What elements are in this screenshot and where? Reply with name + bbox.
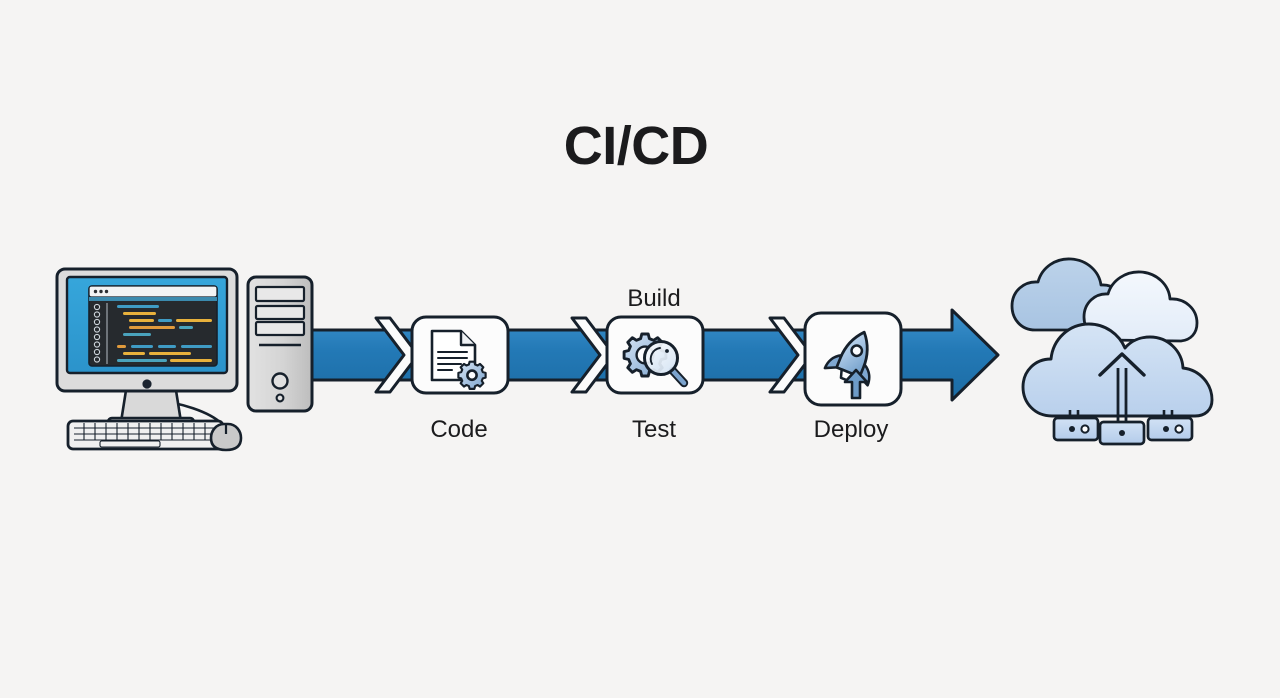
mouse [209,422,243,452]
server-box-left [1052,416,1100,442]
tower-bay-3 [254,320,306,337]
server-node-right [1146,416,1194,442]
editor-toolbar-strip [89,297,217,301]
chevron-icon-1 [374,316,420,394]
magnifier-glint [649,347,661,365]
document-fold [459,331,475,347]
magnifier-handle [670,368,687,386]
keyboard-keys [74,423,217,448]
editor-gutter [93,303,101,363]
editor-dot-3 [104,289,109,294]
server-led-right-2 [1174,424,1184,434]
pipeline-stage-code[interactable]: Code [410,315,510,443]
monitor-power-dot [142,379,152,389]
server-node-left [1052,416,1100,442]
server-led-left-2 [1080,424,1090,434]
server-box-right [1146,416,1194,442]
server-led-left-1 [1069,426,1075,432]
gear-icon [457,360,487,390]
power-button-icon[interactable] [271,372,289,390]
pipeline-stage-test[interactable]: Build Test [605,285,705,443]
tower-bay-2 [254,304,306,321]
cloud-infrastructure [1010,257,1214,446]
launch-arrow-icon [843,368,869,400]
server-led-center [1119,430,1125,436]
pipeline-stage-deploy[interactable]: Deploy [803,311,903,443]
gear-magnifier-icon [622,332,689,388]
keyboard [66,419,225,451]
stage-label-code: Code [430,416,487,443]
magnifier-dot [665,349,669,353]
stage-label-build: Build [627,285,680,312]
rocket-icon [823,330,871,387]
rocket-fin-left [823,354,843,370]
magnifier-lens [643,340,679,376]
mouse-body [209,422,243,452]
upload-arrow-icon [1098,352,1146,422]
editor-code-lines [117,305,212,362]
server-node-center [1098,420,1146,446]
document-text-lines [437,351,468,371]
keyboard-body [66,419,225,451]
rocket-window [850,344,864,358]
editor-dot-2 [99,289,103,294]
page-title: CI/CD [564,116,709,176]
developer-workstation [55,267,314,452]
stage-label-test: Test [632,416,676,443]
tower-bay-1 [254,285,306,303]
tower-led-icon [275,393,285,403]
code-editor-window [88,285,218,367]
desktop-tower [246,275,314,413]
editor-dot-1 [93,289,98,294]
upload-chevron [1098,352,1146,377]
stage-label-deploy: Deploy [814,416,889,443]
server-led-right-1 [1163,426,1169,432]
cloud-back-right [1082,270,1199,343]
document-gear-icon [430,329,487,390]
